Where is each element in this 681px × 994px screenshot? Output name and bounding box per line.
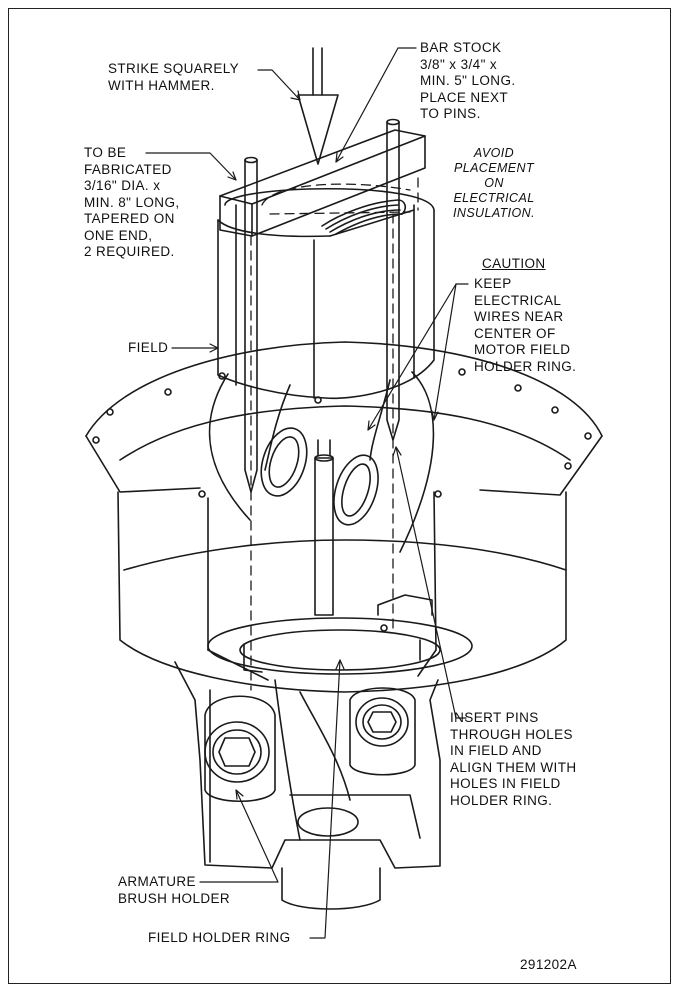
label-line: ALIGN THEM WITH — [450, 759, 577, 775]
label-line: MOTOR FIELD — [474, 342, 571, 357]
label-line: TO BE — [84, 145, 127, 160]
drawing-frame — [8, 8, 671, 984]
bar-stock — [219, 129, 426, 237]
armature-brush-holder-assembly — [174, 661, 441, 910]
label-line: ELECTRICAL — [474, 292, 562, 308]
label-line: 3/8" x 3/4" x — [420, 56, 498, 72]
label-line: ELECTRICAL — [453, 191, 535, 205]
label-line: WIRES NEAR — [474, 309, 564, 324]
label-line: HOLDER RING. — [474, 358, 577, 374]
label-line: TAPERED ON — [84, 211, 175, 226]
alignment-pins — [244, 118, 400, 493]
label-line: WITH HAMMER. — [108, 77, 215, 93]
leader-lines — [145, 47, 469, 939]
label-line: INSULATION. — [453, 206, 535, 220]
label-line: MIN. 8" LONG, — [84, 194, 180, 210]
label-field-holder-ring: FIELD HOLDER RING — [148, 930, 291, 945]
label-strike-squarely: STRIKE SQUARELY WITH HAMMER. — [108, 61, 239, 94]
label-line: PLACE NEXT — [420, 89, 509, 105]
label-line: THROUGH HOLES — [450, 726, 573, 742]
drawing-number: 291202A — [520, 957, 577, 972]
field-holder-housing — [85, 341, 603, 693]
label-caution-title: CAUTION — [482, 256, 546, 271]
label-line: STRIKE SQUARELY — [108, 61, 240, 76]
label-line: ARMATURE — [118, 874, 196, 889]
label-line: ONE END, — [84, 227, 153, 243]
label-line: 2 REQUIRED. — [84, 244, 175, 259]
field — [208, 187, 435, 553]
label-insert-pins: INSERT PINS THROUGH HOLES IN FIELD AND A… — [450, 710, 577, 809]
label-line: BAR STOCK — [420, 40, 502, 55]
label-armature-brush-holder: ARMATURE BRUSH HOLDER — [118, 874, 230, 907]
label-line: CENTER OF — [474, 325, 556, 341]
label-line: HOLDER RING. — [450, 792, 553, 808]
hidden-lines — [250, 177, 419, 691]
label-line: ON — [484, 176, 504, 190]
label-line: FABRICATED — [84, 161, 172, 177]
label-line: AVOID — [473, 146, 515, 160]
label-line: INSERT PINS — [450, 710, 539, 725]
label-line: PLACEMENT — [453, 161, 534, 175]
label-line: IN FIELD AND — [450, 743, 542, 758]
label-line: MIN. 5" LONG. — [420, 73, 516, 88]
label-line: 3/16" DIA. x — [84, 178, 161, 193]
label-line: BRUSH HOLDER — [118, 890, 231, 906]
label-line: TO PINS. — [420, 106, 481, 121]
label-field: FIELD — [128, 340, 169, 355]
label-caution: KEEP ELECTRICAL WIRES NEAR CENTER OF MOT… — [474, 276, 576, 375]
label-pins-fabricated: TO BE FABRICATED 3/16" DIA. x MIN. 8" LO… — [84, 145, 180, 261]
label-avoid-placement: AVOID PLACEMENT ON ELECTRICAL INSULATION… — [448, 146, 540, 221]
label-bar-stock: BAR STOCK 3/8" x 3/4" x MIN. 5" LONG. PL… — [420, 40, 516, 123]
label-line: HOLES IN FIELD — [450, 776, 561, 791]
strike-arrow — [297, 47, 339, 165]
label-line: KEEP — [474, 276, 512, 291]
